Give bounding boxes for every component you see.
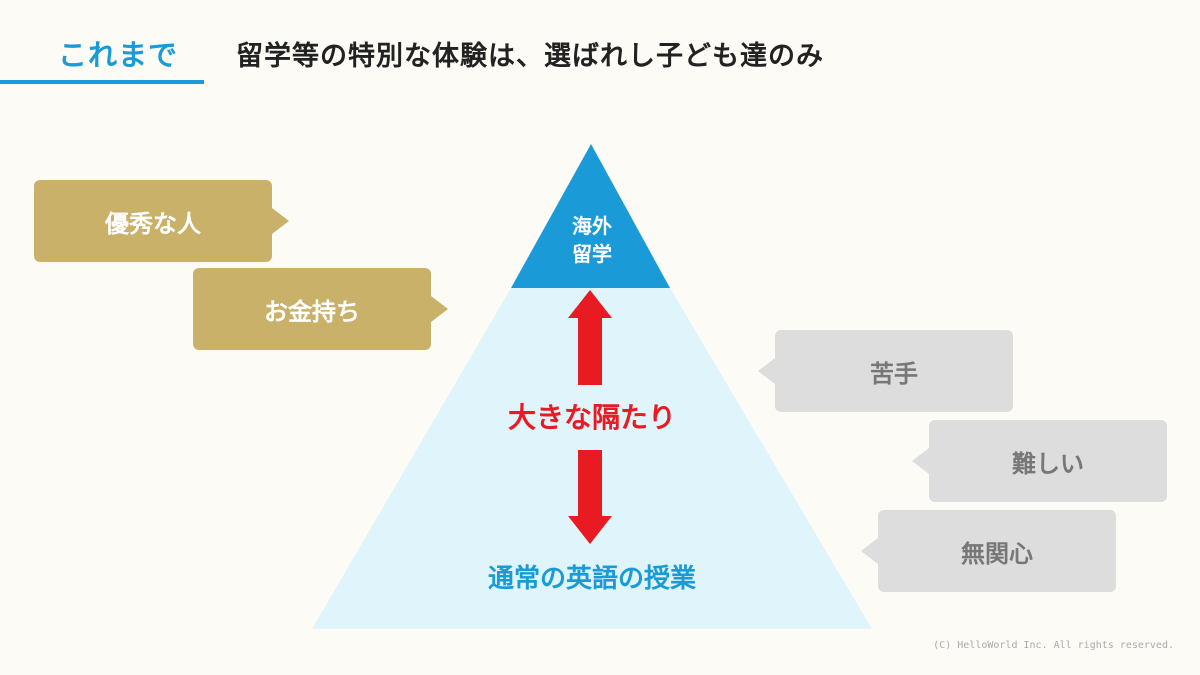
copyright: (C) HelloWorld Inc. All rights reserved. [933,640,1174,651]
base-label: 通常の英語の授業 [487,564,696,594]
page-title: 留学等の特別な体験は、選ばれし子ども達のみ [236,41,824,72]
peak-label-line2: 留学 [572,242,612,266]
section-underline [0,80,204,84]
section-label: これまで [58,38,179,72]
bubble-excellent: 優秀な人 [34,180,289,262]
gap-label: 大きな隔たり [507,401,676,434]
pyramid-peak-label: 海外 留学 [540,212,644,268]
bubble-wealthy: お金持ち [193,268,448,350]
bubble-indifferent: 無関心 [861,510,1116,592]
arrow-down [568,450,612,544]
arrow-up [568,290,612,385]
bubble-weak: 苦手 [758,330,1013,412]
bubble-difficult: 難しい [912,420,1167,502]
pyramid-peak [511,144,670,288]
peak-label-line1: 海外 [572,214,612,238]
